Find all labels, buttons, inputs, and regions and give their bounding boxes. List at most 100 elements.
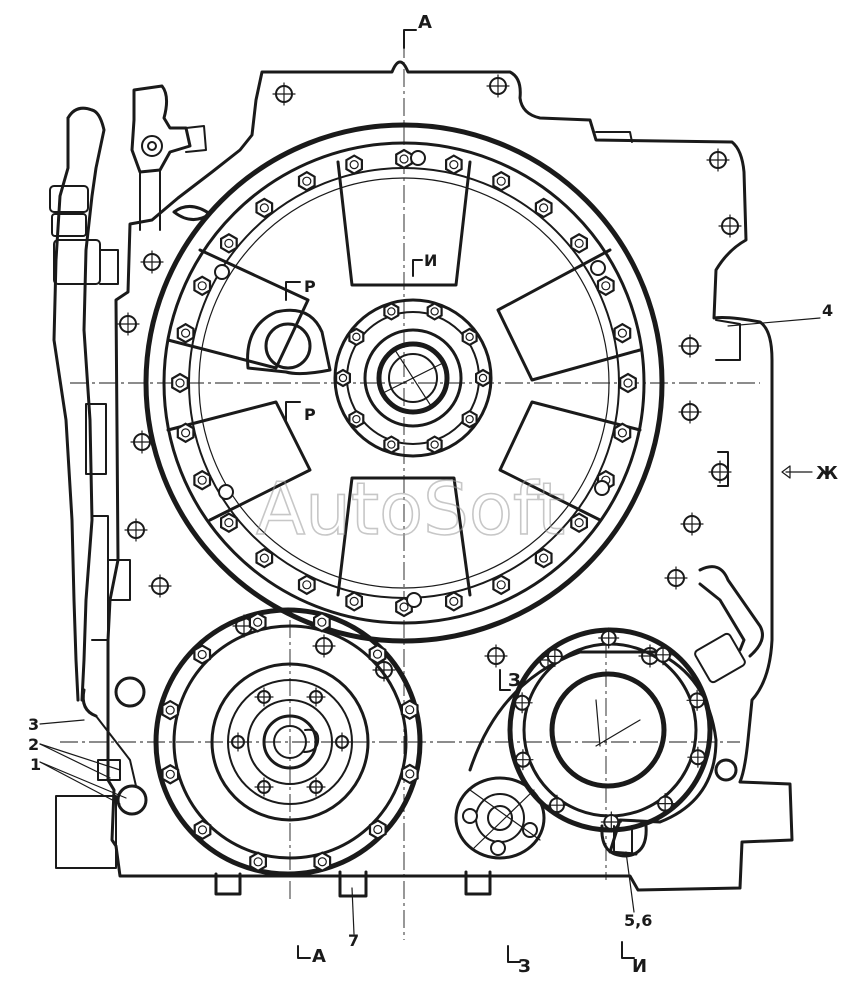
hub-bolt [461,327,478,347]
rim-bolt-center [197,281,207,291]
rim-bolt [619,372,637,394]
small-flange [454,776,546,860]
rim-bolt [171,372,189,394]
rim-bolt [596,275,615,297]
spoke-holes [214,150,610,608]
hub-bolt-center [338,373,348,383]
hub-bolt [335,368,351,388]
left-cover-inner-hole-crosshair [332,732,352,752]
housing-hole-crosshair [130,430,154,454]
rim-bolt [176,322,195,344]
housing-hole-crosshair [678,400,702,424]
section-i-top-label: И [424,251,437,270]
rim-bolt [570,233,589,254]
left-cover-inner-hole-crosshair [306,687,326,707]
rim-bolt-center [349,160,359,170]
section-z-bottom-label: З [518,956,531,977]
left-cover-bolt-center [405,769,415,779]
rim-bolt [176,422,195,444]
top-left-fitting [130,84,212,231]
left-cover-bolt [400,699,419,720]
callout-5-6: 5,6 [624,911,652,930]
hub-bolt-center [465,414,474,424]
rim-bolt-center [302,580,312,590]
section-brackets [285,29,635,963]
left-cover-inner-hole-crosshair [254,687,274,707]
callout-2: 2 [28,735,39,754]
hub-bolt-ring [335,302,491,454]
housing-hole-crosshair [680,512,704,536]
left-cover-bolt [248,612,267,633]
leader-lines [39,317,821,935]
hub-bolt-center [352,332,361,342]
left-cover-bolt-center [253,857,263,867]
rim-bolt [534,547,553,569]
left-cover-bolt [368,643,387,665]
housing-hole-crosshair [718,214,742,238]
lower-left-cover-bolts [161,611,419,873]
right-cover-hole-crosshair [512,749,534,771]
rim-bolt [220,233,238,254]
hub-bolt [383,302,400,321]
housing-hole-crosshair [148,574,172,598]
housing-hole-crosshair [664,566,688,590]
lower-right-cover-bolts [511,627,709,833]
callout-4: 4 [822,301,833,320]
right-cover-hole-crosshair [546,794,568,816]
hub-bolt-center [430,440,439,449]
right-cover-hole-crosshair [598,627,620,649]
left-cover-bolt-center [317,617,327,627]
rim-bolt [492,574,511,596]
housing-hole-crosshair [312,634,336,658]
rim-bolt [193,469,212,491]
left-cover-bolt-center [197,649,207,660]
section-labels: А А И И Р Р З З Ж [304,12,838,977]
section-r-upper-label: Р [304,277,316,296]
hub-bolt-center [430,307,439,316]
right-cover-hole-crosshair [654,793,676,815]
rim-bolt-center [539,203,549,213]
rim-bolt-center [399,602,409,612]
rim-bolt-center [496,580,506,590]
rim-bolt-center [601,281,611,291]
rim-bolt-center [181,328,191,338]
left-cover-bolt-center [165,705,175,715]
left-cover-bolt [193,644,212,665]
rim-bolt-center [449,596,459,606]
section-z-side-label: З [508,670,521,691]
right-side-pipe [694,319,764,782]
r-section-boss [246,308,332,376]
rim-bolt-center [259,203,269,213]
section-a-top-label: А [418,12,432,33]
rim-bolt-center [224,518,234,528]
left-cover-bolt [249,851,267,873]
rim-bolt [255,547,274,569]
rim-bolt [255,197,274,219]
rim-bolt [613,322,632,344]
left-cover-inner-hole-crosshair [306,777,326,797]
left-side-bracket [55,403,148,869]
rim-bolt [395,148,413,170]
rim-bolt [345,154,363,175]
left-cover-bolt-center [372,649,383,659]
left-cover-inner-hole-crosshair [228,732,248,752]
hub-bolt-center [465,332,474,342]
view-zh-label: Ж [816,463,838,484]
rim-bolt [570,512,589,533]
housing-outline [106,60,794,892]
rim-bolt-center [224,238,234,248]
rim-bolt-center [399,154,409,164]
hub-bolt-center [387,440,396,449]
lower-left-cover [153,607,423,877]
rim-bolt-center [197,475,207,485]
rim-bolt-center [574,238,584,248]
callout-3: 3 [28,715,39,734]
right-cover-hole-crosshair [686,689,708,711]
rim-bolt [220,512,238,533]
rim-bolt [297,170,316,192]
rim-bolt-center [259,553,269,563]
housing-hole-crosshair [272,82,296,106]
housing-mount-holes [116,74,742,682]
left-cover-bolt [313,851,332,872]
